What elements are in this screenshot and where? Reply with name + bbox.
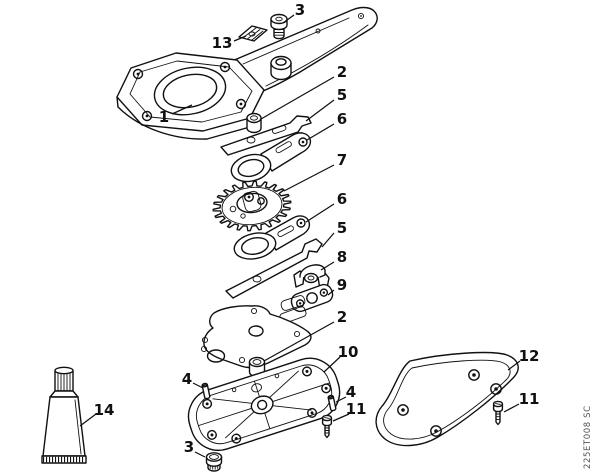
svg-text:2: 2 <box>337 308 347 326</box>
svg-text:10: 10 <box>338 343 359 361</box>
svg-text:2: 2 <box>337 63 347 81</box>
part-screw-3-top <box>270 13 288 40</box>
part-blade-plate-upper <box>220 115 312 156</box>
callout-screw-right: 11 <box>503 390 540 413</box>
callout-pin-left: 4 <box>182 370 204 389</box>
callout-base-plate: 10 <box>323 343 359 373</box>
callout-blade-lower: 5 <box>321 219 347 248</box>
part-gear <box>212 180 292 232</box>
callout-bushing-lower: 2 <box>263 308 347 362</box>
callout-bushing-upper: 2 <box>260 63 347 120</box>
svg-text:6: 6 <box>337 190 347 208</box>
callout-gasket: 9 <box>327 276 347 296</box>
svg-text:4: 4 <box>346 383 356 401</box>
callout-lever-upper: 6 <box>306 110 347 141</box>
part-screw-11-right <box>492 400 504 426</box>
callout-grease-tube: 14 <box>79 401 115 427</box>
callout-plug-bottom: 3 <box>184 438 206 458</box>
part-pin-right <box>327 394 337 412</box>
part-gasket-9 <box>279 283 334 324</box>
part-grease-tube-14 <box>41 366 87 464</box>
callout-screw-top: 3 <box>282 1 305 24</box>
gear-teeth <box>212 180 292 232</box>
svg-text:8: 8 <box>337 248 347 266</box>
callout-housing: 1 <box>159 104 193 126</box>
callout-screw-left: 11 <box>332 400 367 422</box>
svg-text:13: 13 <box>212 34 233 52</box>
callout-clamp: 8 <box>320 248 347 271</box>
svg-text:14: 14 <box>94 401 115 419</box>
callout-blade-upper: 5 <box>305 86 347 122</box>
part-screw-11-left <box>321 414 333 439</box>
svg-text:9: 9 <box>337 276 347 294</box>
callout-lever-lower: 6 <box>305 190 347 223</box>
part-lever-upper <box>230 132 312 183</box>
svg-text:3: 3 <box>295 1 305 19</box>
part-base-plate-10 <box>187 357 341 452</box>
svg-text:3: 3 <box>184 438 194 456</box>
svg-text:11: 11 <box>346 400 367 418</box>
figure-code-watermark: 225ET008 SC <box>583 405 593 469</box>
part-clip-13 <box>238 25 268 42</box>
callout-gear: 7 <box>283 151 347 192</box>
svg-text:5: 5 <box>337 219 347 237</box>
svg-text:4: 4 <box>182 370 192 388</box>
part-lever-lower <box>233 215 311 260</box>
part-skid-plate-12 <box>375 351 519 447</box>
part-gearbox-housing <box>116 6 378 140</box>
svg-text:11: 11 <box>519 390 540 408</box>
callout-skid-plate: 12 <box>507 347 540 371</box>
part-plug-3-bottom <box>205 452 223 472</box>
svg-text:7: 7 <box>337 151 347 169</box>
part-blade-plate-lower <box>225 238 323 299</box>
part-bushing-2-upper <box>246 112 262 134</box>
callout-pin-right: 4 <box>335 383 356 403</box>
callout-clip: 13 <box>212 34 247 52</box>
svg-text:12: 12 <box>519 347 540 365</box>
part-pin-left <box>201 382 211 400</box>
svg-text:6: 6 <box>337 110 347 128</box>
part-cover-plate <box>200 295 312 369</box>
svg-text:1: 1 <box>159 108 169 126</box>
svg-text:5: 5 <box>337 86 347 104</box>
